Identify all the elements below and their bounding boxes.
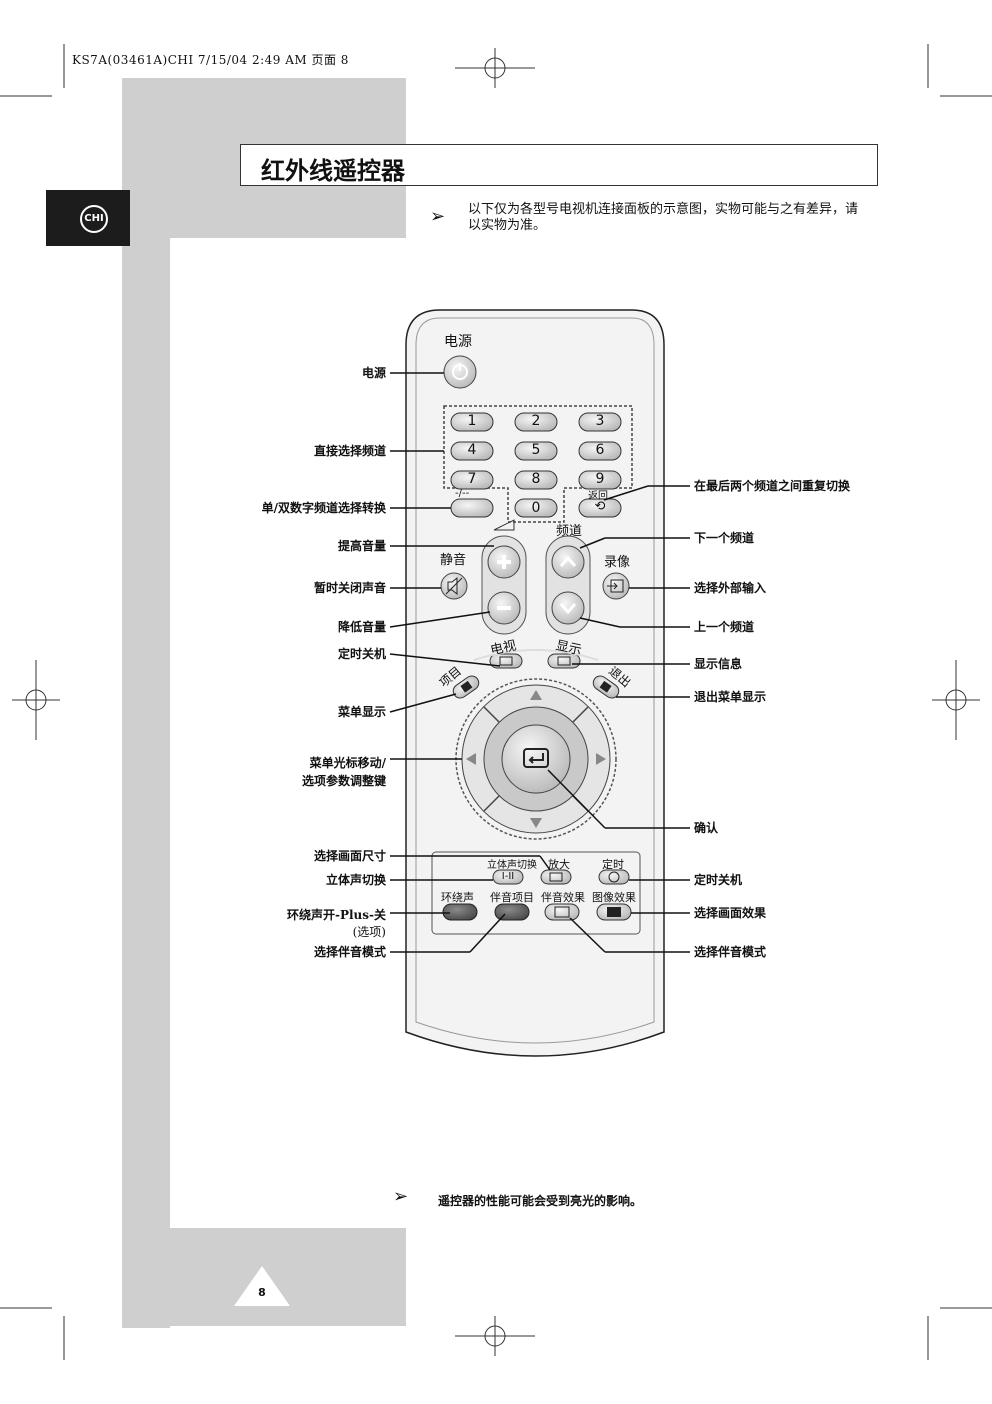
callout-vol-up: 提高音量 (337, 539, 386, 553)
digit-4-button[interactable]: 4 (467, 442, 477, 458)
dash-label: -/-- (455, 488, 470, 499)
stereo-label: 立体声切换 (487, 860, 537, 871)
callout-info: 显示信息 (694, 657, 743, 671)
callout-one-two-digit: 单/双数字频道选择转换 (261, 501, 386, 515)
channel-label: 频道 (556, 524, 583, 539)
nav-left-button[interactable] (462, 739, 486, 779)
dash-button[interactable] (451, 499, 493, 517)
callout-cursor-line1: 菜单光标移动/ (309, 756, 386, 770)
callout-timer-off: 定时关机 (694, 873, 743, 887)
digit-3-button[interactable]: 3 (595, 413, 605, 429)
callout-picture-effect: 选择画面效果 (694, 906, 767, 920)
note-top: 以下仅为各型号电视机连接面板的示意图，实物可能与之有差异，请以实物为准。 (468, 202, 859, 233)
sound-effect-label: 伴音效果 (541, 891, 585, 904)
digit-5-button[interactable]: 5 (531, 442, 541, 458)
callout-ch-next: 下一个频道 (694, 531, 755, 545)
gray-band-left (122, 78, 170, 1328)
callout-confirm: 确认 (694, 821, 719, 835)
picture-effect-button[interactable] (597, 904, 631, 920)
power-label: 电源 (444, 334, 472, 350)
callout-menu: 菜单显示 (337, 705, 386, 719)
callout-cursor-line2: 选项参数调整键 (301, 774, 386, 788)
title-box: 红外线遥控器 (240, 144, 878, 186)
ext-input-button[interactable] (603, 573, 629, 599)
stereo-button[interactable]: I-II (501, 871, 515, 882)
volume-down-button[interactable] (488, 592, 520, 624)
channel-up-button[interactable] (552, 546, 584, 578)
return-label: 返回 (588, 491, 608, 502)
callout-ch-prev: 上一个频道 (694, 620, 755, 634)
digit-9-button[interactable]: 9 (595, 471, 605, 487)
note-bottom: 遥控器的性能可能会受到亮光的影响。 (438, 1194, 643, 1208)
digit-0-button[interactable]: 0 (531, 500, 541, 516)
callout-vol-down: 降低音量 (337, 620, 386, 634)
language-tab-label: CHI (80, 205, 108, 233)
callout-stereo: 立体声切换 (325, 873, 386, 887)
page-title: 红外线遥控器 (261, 156, 405, 185)
picture-effect-label: 图像效果 (592, 891, 636, 904)
callout-sound-mode-left: 选择伴音模式 (313, 945, 386, 959)
digit-8-button[interactable]: 8 (531, 471, 541, 487)
info-button[interactable] (548, 654, 580, 668)
mute-label: 静音 (440, 553, 467, 568)
callout-mute: 暂时关闭声音 (313, 581, 386, 595)
surround-button[interactable] (443, 904, 477, 920)
page-number: 8 (258, 1286, 266, 1299)
nav-right-button[interactable] (586, 739, 610, 779)
note-arrow-bottom: ➢ (393, 1186, 409, 1207)
callout-power: 电源 (361, 366, 386, 380)
digit-7-button[interactable]: 7 (467, 471, 477, 487)
sound-menu-label: 伴音项目 (490, 891, 534, 904)
prev-channel-button[interactable]: ⟲ (594, 499, 606, 514)
nav-up-button[interactable] (516, 686, 556, 710)
record-label: 录像 (604, 555, 631, 570)
timer-button[interactable] (599, 870, 629, 884)
callout-picture-size: 选择画面尺寸 (313, 849, 386, 863)
callout-surround-line2: (选项) (352, 925, 386, 939)
note-arrow-top: ➢ (430, 206, 446, 227)
callout-ext-input: 选择外部输入 (694, 581, 767, 595)
callout-sound-mode-right: 选择伴音模式 (694, 945, 767, 959)
digit-1-button[interactable]: 1 (467, 413, 477, 429)
zoom-label: 放大 (548, 858, 570, 871)
mute-button[interactable] (441, 573, 467, 599)
sleep-button[interactable] (490, 654, 522, 668)
zoom-button[interactable] (541, 870, 571, 884)
sound-menu-button[interactable] (495, 904, 529, 920)
digit-2-button[interactable]: 2 (531, 413, 541, 429)
exit-button[interactable] (592, 680, 620, 694)
volume-up-button[interactable] (488, 546, 520, 578)
nav-down-button[interactable] (516, 808, 556, 832)
callout-surround-line1: 环绕声开-Plus-关 (286, 908, 386, 922)
menu-button[interactable] (452, 680, 480, 694)
sound-effect-button[interactable] (545, 904, 579, 920)
enter-button[interactable] (502, 725, 570, 793)
file-info: KS7A(03461A)CHI 7/15/04 2:49 AM 页面 8 (72, 53, 349, 67)
channel-down-button[interactable] (552, 592, 584, 624)
surround-label: 环绕声 (441, 891, 474, 904)
timer-label: 定时 (602, 858, 624, 871)
power-button[interactable] (443, 360, 477, 386)
callout-direct-channel: 直接选择频道 (313, 444, 386, 458)
page-number-triangle (234, 1266, 290, 1306)
language-tab: CHI (46, 190, 130, 246)
callout-prev-channel: 在最后两个频道之间重复切换 (694, 479, 851, 493)
callout-exit: 退出菜单显示 (694, 690, 767, 704)
digit-6-button[interactable]: 6 (595, 442, 605, 458)
callout-sleep: 定时关机 (337, 647, 386, 661)
